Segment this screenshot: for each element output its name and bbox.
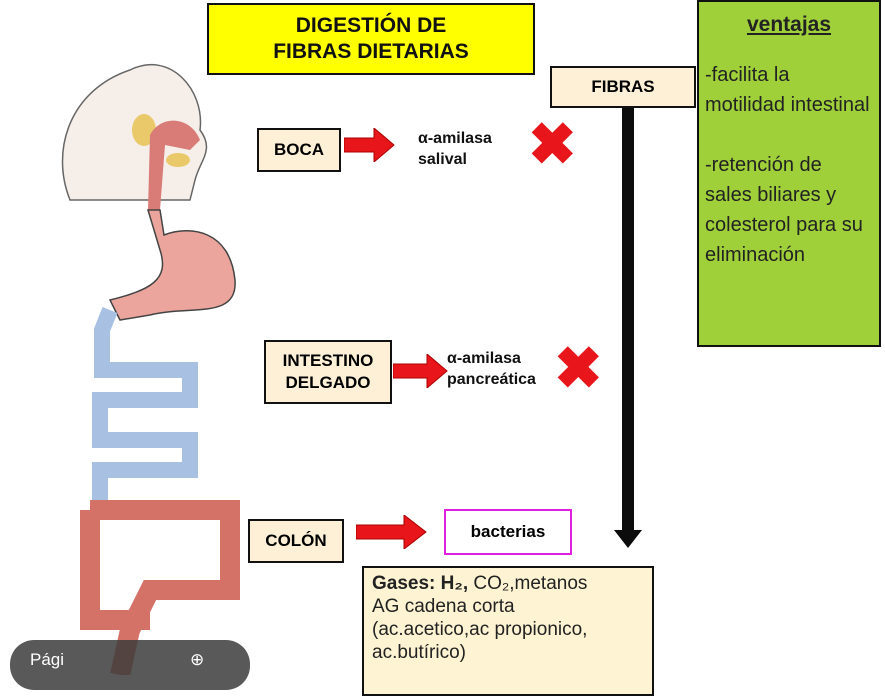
h2-label: H₂, bbox=[440, 573, 469, 594]
fibras-arrowhead bbox=[614, 530, 642, 548]
products-line-2: AG cadena corta bbox=[372, 596, 515, 617]
right-arrow-icon bbox=[393, 354, 448, 388]
organ-boca: BOCA bbox=[257, 128, 341, 172]
x-mark-icon: ✖ bbox=[554, 336, 603, 401]
enzyme-line-2: salival bbox=[418, 151, 467, 168]
digestive-system-illustration bbox=[61, 63, 240, 675]
fibras-box: FIBRAS bbox=[550, 66, 696, 108]
organ-intestino-delgado: INTESTINO DELGADO bbox=[264, 340, 392, 404]
title-line-1: DIGESTIÓN DE bbox=[295, 14, 447, 37]
zoom-icon[interactable]: ⊕ bbox=[190, 650, 205, 669]
ventajas-heading: ventajas bbox=[746, 13, 832, 36]
title-box: DIGESTIÓN DE FIBRAS DIETARIAS bbox=[207, 3, 535, 75]
enzyme-line-1: α-amilasa bbox=[418, 130, 492, 147]
products-line-3: (ac.acetico,ac propionico, bbox=[372, 619, 588, 640]
enzyme-line-2: pancreática bbox=[447, 371, 536, 388]
organ-line-1: INTESTINO bbox=[282, 351, 374, 370]
x-mark-icon: ✖ bbox=[528, 112, 577, 177]
enzyme-line-1: α-amilasa bbox=[447, 350, 521, 367]
ventaja-item: -retención de sales biliares y colestero… bbox=[705, 154, 863, 266]
organ-colon: COLÓN bbox=[248, 519, 344, 563]
products-box: Gases: H₂, CO₂,metanos AG cadena corta (… bbox=[362, 566, 654, 696]
products-line-4: ac.butírico) bbox=[372, 642, 466, 663]
page-indicator: Pági bbox=[30, 650, 65, 669]
right-arrow-icon bbox=[356, 515, 427, 549]
right-arrow-icon bbox=[344, 128, 395, 162]
gases-list: CO₂,metanos bbox=[468, 573, 588, 594]
bacterias-box: bacterias bbox=[444, 509, 572, 555]
organ-line-2: DELGADO bbox=[285, 373, 371, 392]
fibras-down-arrow bbox=[622, 108, 634, 538]
page-viewer-toolbar[interactable]: Pági ⊕ bbox=[10, 640, 250, 690]
ventajas-panel: ventajas -facilita la motilidad intestin… bbox=[697, 0, 881, 347]
enzyme-intestino: α-amilasa pancreática bbox=[447, 348, 536, 390]
enzyme-boca: α-amilasa salival bbox=[418, 128, 492, 170]
ventaja-item: -facilita la motilidad intestinal bbox=[705, 64, 870, 116]
title-line-2: FIBRAS DIETARIAS bbox=[273, 40, 469, 63]
gases-label: Gases: bbox=[372, 573, 436, 594]
